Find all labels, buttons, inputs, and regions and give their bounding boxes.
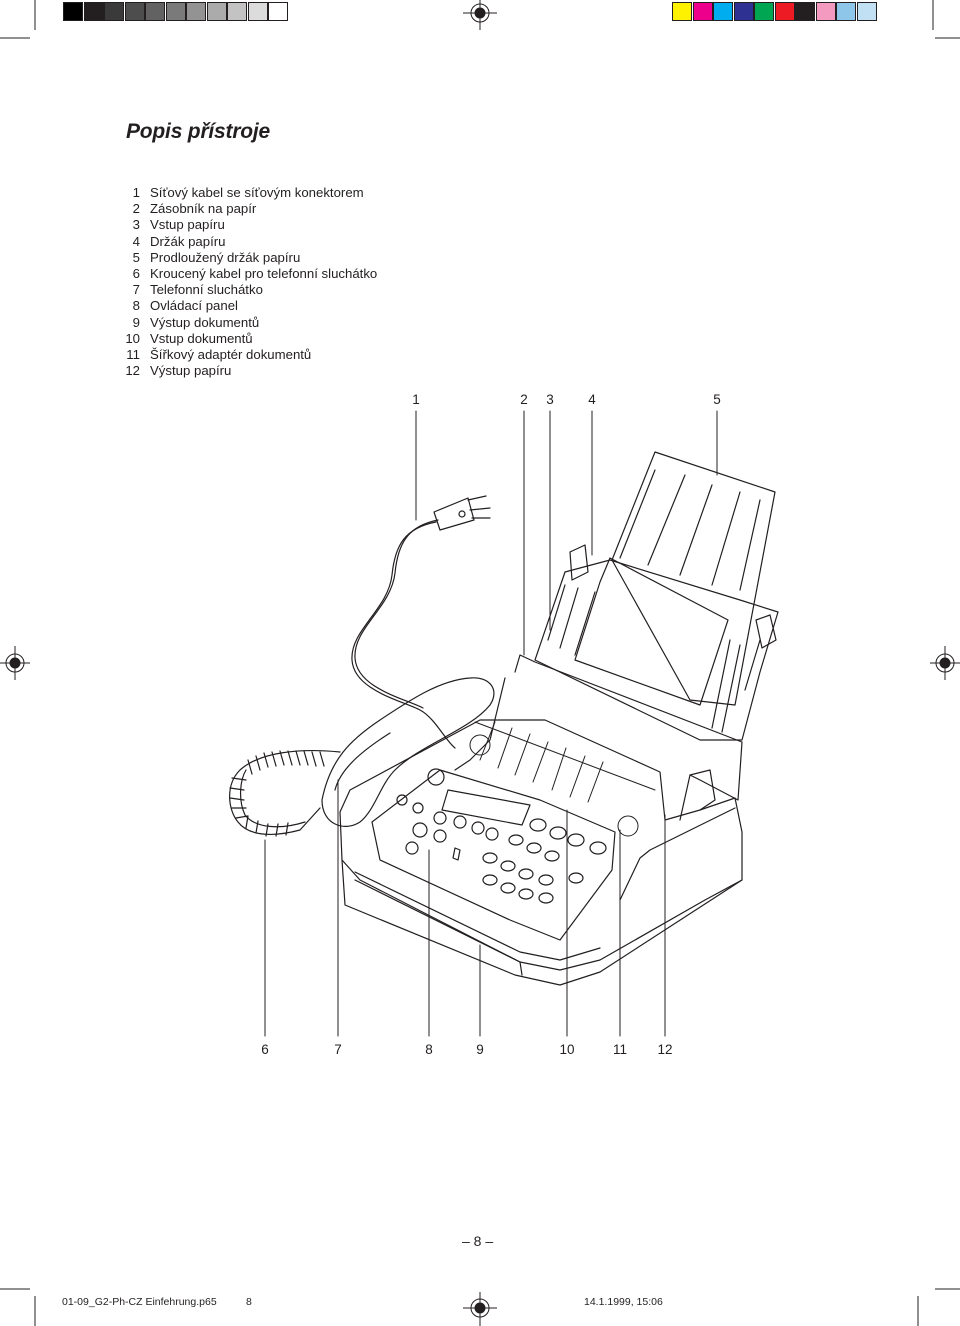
color-swatch xyxy=(713,2,733,21)
color-swatch xyxy=(145,2,165,21)
callout-12: 12 xyxy=(657,1042,673,1057)
color-swatch xyxy=(856,2,877,21)
page-number: – 8 – xyxy=(462,1233,494,1249)
color-swatch xyxy=(227,2,247,21)
callout-5: 5 xyxy=(713,392,721,407)
callout-6: 6 xyxy=(261,1042,269,1057)
registration-mark-bottom xyxy=(463,1292,497,1326)
color-swatch xyxy=(165,2,186,21)
callout-7: 7 xyxy=(334,1042,342,1057)
coiled-cord xyxy=(229,750,341,837)
fax-body xyxy=(339,654,743,986)
color-swatch xyxy=(795,2,815,21)
paper-extension-holder xyxy=(611,451,776,706)
callout-11: 11 xyxy=(612,1042,628,1057)
color-swatch xyxy=(63,2,83,21)
callout-8: 8 xyxy=(425,1042,433,1057)
color-swatch xyxy=(815,2,836,21)
color-swatch xyxy=(672,2,692,21)
footer-page: 8 xyxy=(246,1296,252,1308)
color-swatch xyxy=(268,2,288,21)
document-input xyxy=(469,721,656,837)
color-swatch xyxy=(83,2,104,21)
color-swatch xyxy=(247,2,268,21)
callout-2: 2 xyxy=(520,392,528,407)
control-panel xyxy=(371,768,616,941)
telephone-handset xyxy=(321,677,495,827)
callout-1: 1 xyxy=(412,392,420,407)
color-swatch xyxy=(104,2,124,21)
color-swatch xyxy=(692,2,713,21)
callout-4: 4 xyxy=(588,392,596,407)
page-title: Popis přístroje xyxy=(126,120,271,143)
leader-lines xyxy=(264,410,718,1037)
color-swatch xyxy=(124,2,145,21)
paper-holder xyxy=(534,544,779,741)
callout-9: 9 xyxy=(476,1042,484,1057)
registration-mark-top xyxy=(463,0,497,30)
color-swatch xyxy=(186,2,206,21)
color-swatch xyxy=(774,2,795,21)
power-cord xyxy=(351,495,491,749)
registration-mark-right xyxy=(930,646,960,680)
color-swatch xyxy=(206,2,227,21)
footer-timestamp: 14.1.1999, 15:06 xyxy=(584,1296,663,1308)
callout-10: 10 xyxy=(559,1042,575,1057)
registration-mark-left xyxy=(0,646,30,680)
color-swatch xyxy=(836,2,856,21)
callout-3: 3 xyxy=(546,392,554,407)
color-swatch xyxy=(754,2,774,21)
footer-filename: 01-09_G2-Ph-CZ Einfehrung.p65 xyxy=(62,1296,217,1308)
color-swatch xyxy=(733,2,754,21)
